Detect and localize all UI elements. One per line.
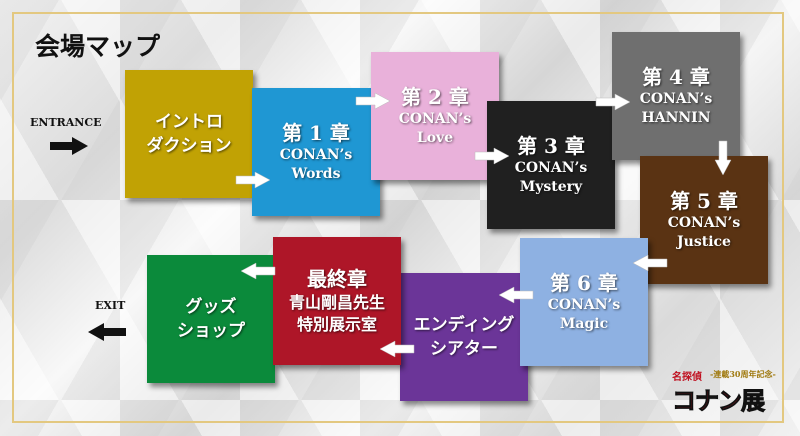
chapter-subtitle: Justice [677,234,731,250]
room-chapter-3[interactable]: 第 3 章 CONAN’s Mystery [487,101,615,229]
room-name: 特別展示室 [296,315,377,334]
chapter-title: 第 1 章 [282,121,350,145]
arrow-left-icon [632,254,668,272]
room-chapter-4[interactable]: 第 4 章 CONAN’s HANNIN [612,32,740,160]
arrow-left-icon [498,286,534,304]
conan-exhibition-logo: 名探偵 -連載30周年記念- コナン展 [672,368,788,416]
arrow-right-icon [474,147,510,165]
arrow-right-icon [235,171,271,189]
chapter-title: 第 4 章 [642,65,710,89]
arrow-left-icon [379,340,415,358]
chapter-title: 第 5 章 [670,189,738,213]
page-title: 会場マップ [35,32,161,61]
chapter-title: 第 2 章 [401,85,469,109]
arrow-left-icon [240,262,276,280]
logo-top-text: 名探偵 [672,372,702,383]
room-name: イントロ [155,112,223,132]
chapter-title: 第 6 章 [550,271,618,295]
room-name: シアター [430,339,498,359]
chapter-subtitle: HANNIN [641,110,711,126]
room-chapter-1[interactable]: 第 1 章 CONAN’s Words [252,88,380,216]
arrow-right-icon [595,93,631,111]
room-introduction[interactable]: イントロ ダクション [125,70,253,198]
arrow-right-icon [355,92,391,110]
exit-arrow-icon [88,323,126,341]
chapter-subtitle: CONAN’s [398,111,472,127]
room-chapter-6[interactable]: 第 6 章 CONAN’s Magic [520,238,648,366]
chapter-title: 第 3 章 [517,134,585,158]
logo-tagline: -連載30周年記念- [710,369,776,379]
chapter-subtitle: Magic [559,316,609,332]
room-final-chapter[interactable]: 最終章 青山剛昌先生 特別展示室 [273,237,401,365]
chapter-subtitle: CONAN’s [279,147,353,163]
chapter-subtitle: CONAN’s [639,91,713,107]
room-name: グッズ [185,297,237,317]
chapter-subtitle: CONAN’s [514,160,588,176]
chapter-subtitle: Mystery [519,179,583,195]
exit-label: EXIT [95,299,126,312]
room-name: ショップ [177,321,245,341]
chapter-subtitle: CONAN’s [667,215,741,231]
chapter-subtitle: Love [416,130,454,146]
room-name: ダクション [146,136,232,156]
room-name: 青山剛昌先生 [288,293,385,312]
logo-main-text: コナン展 [672,386,766,416]
entrance-arrow-icon [50,137,88,155]
chapter-subtitle: Words [291,166,341,182]
gold-frame [12,12,784,423]
room-name: エンディング [413,315,515,335]
chapter-title: 最終章 [307,267,367,291]
arrow-down-icon [714,140,732,176]
chapter-subtitle: CONAN’s [547,297,621,313]
entrance-label: ENTRANCE [30,116,102,129]
